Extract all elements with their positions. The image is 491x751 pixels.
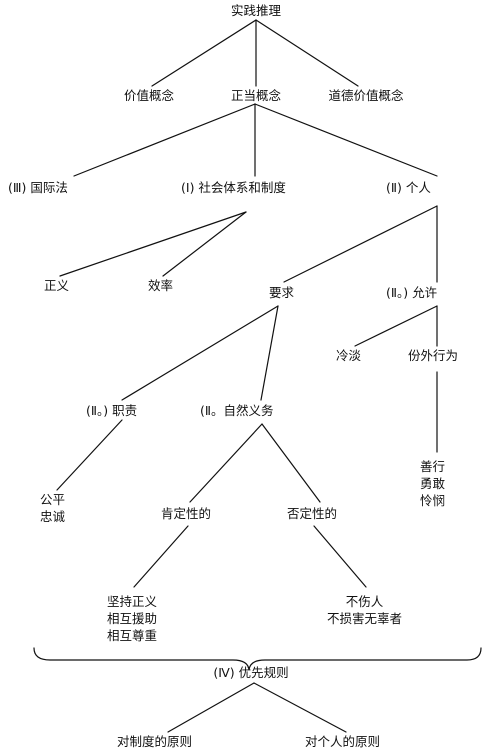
supererogation-list: 善行 勇敢 怜悯 bbox=[420, 458, 445, 509]
edge-root-value bbox=[151, 19, 257, 87]
edge-req-obligations bbox=[121, 305, 279, 401]
edge-natural-affirmative bbox=[189, 423, 263, 503]
edge-perm-indifferent bbox=[354, 305, 438, 347]
node-natural-duties: (Ⅱ。自然义务 bbox=[200, 403, 274, 418]
edge-right-individual bbox=[254, 103, 438, 177]
node-individuals: (Ⅱ) 个人 bbox=[386, 180, 431, 195]
node-social-systems-institutions: (Ⅰ) 社会体系和制度 bbox=[181, 180, 286, 195]
edge-req-natural bbox=[260, 305, 279, 401]
node-justice: 正义 bbox=[44, 278, 70, 293]
node-law-of-nations: (Ⅲ) 国际法 bbox=[8, 180, 68, 195]
edge-neg-list bbox=[313, 525, 367, 588]
node-principles-for-individuals: 对个人的原则 bbox=[305, 734, 381, 749]
item-good-deeds: 善行 bbox=[420, 459, 446, 474]
item-courage: 勇敢 bbox=[420, 476, 446, 491]
item-no-harm: 不伤人 bbox=[345, 594, 384, 609]
node-permissions: (Ⅱ。) 允许 bbox=[386, 285, 438, 300]
edge-natural-negative bbox=[261, 423, 321, 503]
node-practical-reason: 实践推理 bbox=[230, 3, 282, 18]
node-obligations: (Ⅱ。) 职责 bbox=[86, 403, 138, 418]
edge-priority-institutions bbox=[167, 682, 255, 733]
item-fidelity: 忠诚 bbox=[40, 509, 66, 524]
item-uphold-justice: 坚持正义 bbox=[107, 594, 158, 609]
node-efficiency: 效率 bbox=[148, 278, 174, 293]
affirmative-list: 坚持正义 相互援助 相互尊重 bbox=[107, 593, 157, 644]
node-concept-of-moral-worth: 道德价值概念 bbox=[328, 88, 404, 103]
edge-root-moral bbox=[255, 19, 359, 87]
edge-aff-list bbox=[133, 525, 189, 588]
edge-inst-efficiency bbox=[162, 211, 247, 277]
item-fairness: 公平 bbox=[40, 492, 66, 507]
edge-oblig-fairness bbox=[56, 419, 123, 491]
item-no-injury-innocent: 不损害无辜者 bbox=[327, 611, 403, 626]
item-mutual-aid: 相互援助 bbox=[107, 611, 158, 626]
node-concept-of-value: 价值概念 bbox=[123, 88, 175, 103]
node-requirements: 要求 bbox=[269, 285, 295, 300]
node-affirmative: 肯定性的 bbox=[161, 506, 212, 521]
node-priority-rules: (Ⅳ) 优先规则 bbox=[213, 665, 289, 680]
item-mutual-respect: 相互尊重 bbox=[107, 628, 158, 643]
edge-inst-justice bbox=[59, 211, 247, 277]
negative-list: 不伤人 不损害无辜者 bbox=[327, 593, 402, 627]
edge-priority-individuals bbox=[253, 682, 347, 733]
node-indifferent: 冷淡 bbox=[336, 348, 362, 363]
obligations-list: 公平 忠诚 bbox=[40, 491, 65, 525]
brace-bracket bbox=[33, 647, 482, 671]
node-concept-of-right: 正当概念 bbox=[230, 88, 282, 103]
edge-indiv-requirements bbox=[283, 205, 438, 283]
node-principles-for-institutions: 对制度的原则 bbox=[117, 734, 193, 749]
item-mercy: 怜悯 bbox=[420, 493, 446, 508]
node-supererogation: 份外行为 bbox=[408, 348, 459, 363]
node-negative: 否定性的 bbox=[287, 506, 338, 521]
edge-right-intllaw bbox=[73, 103, 256, 177]
